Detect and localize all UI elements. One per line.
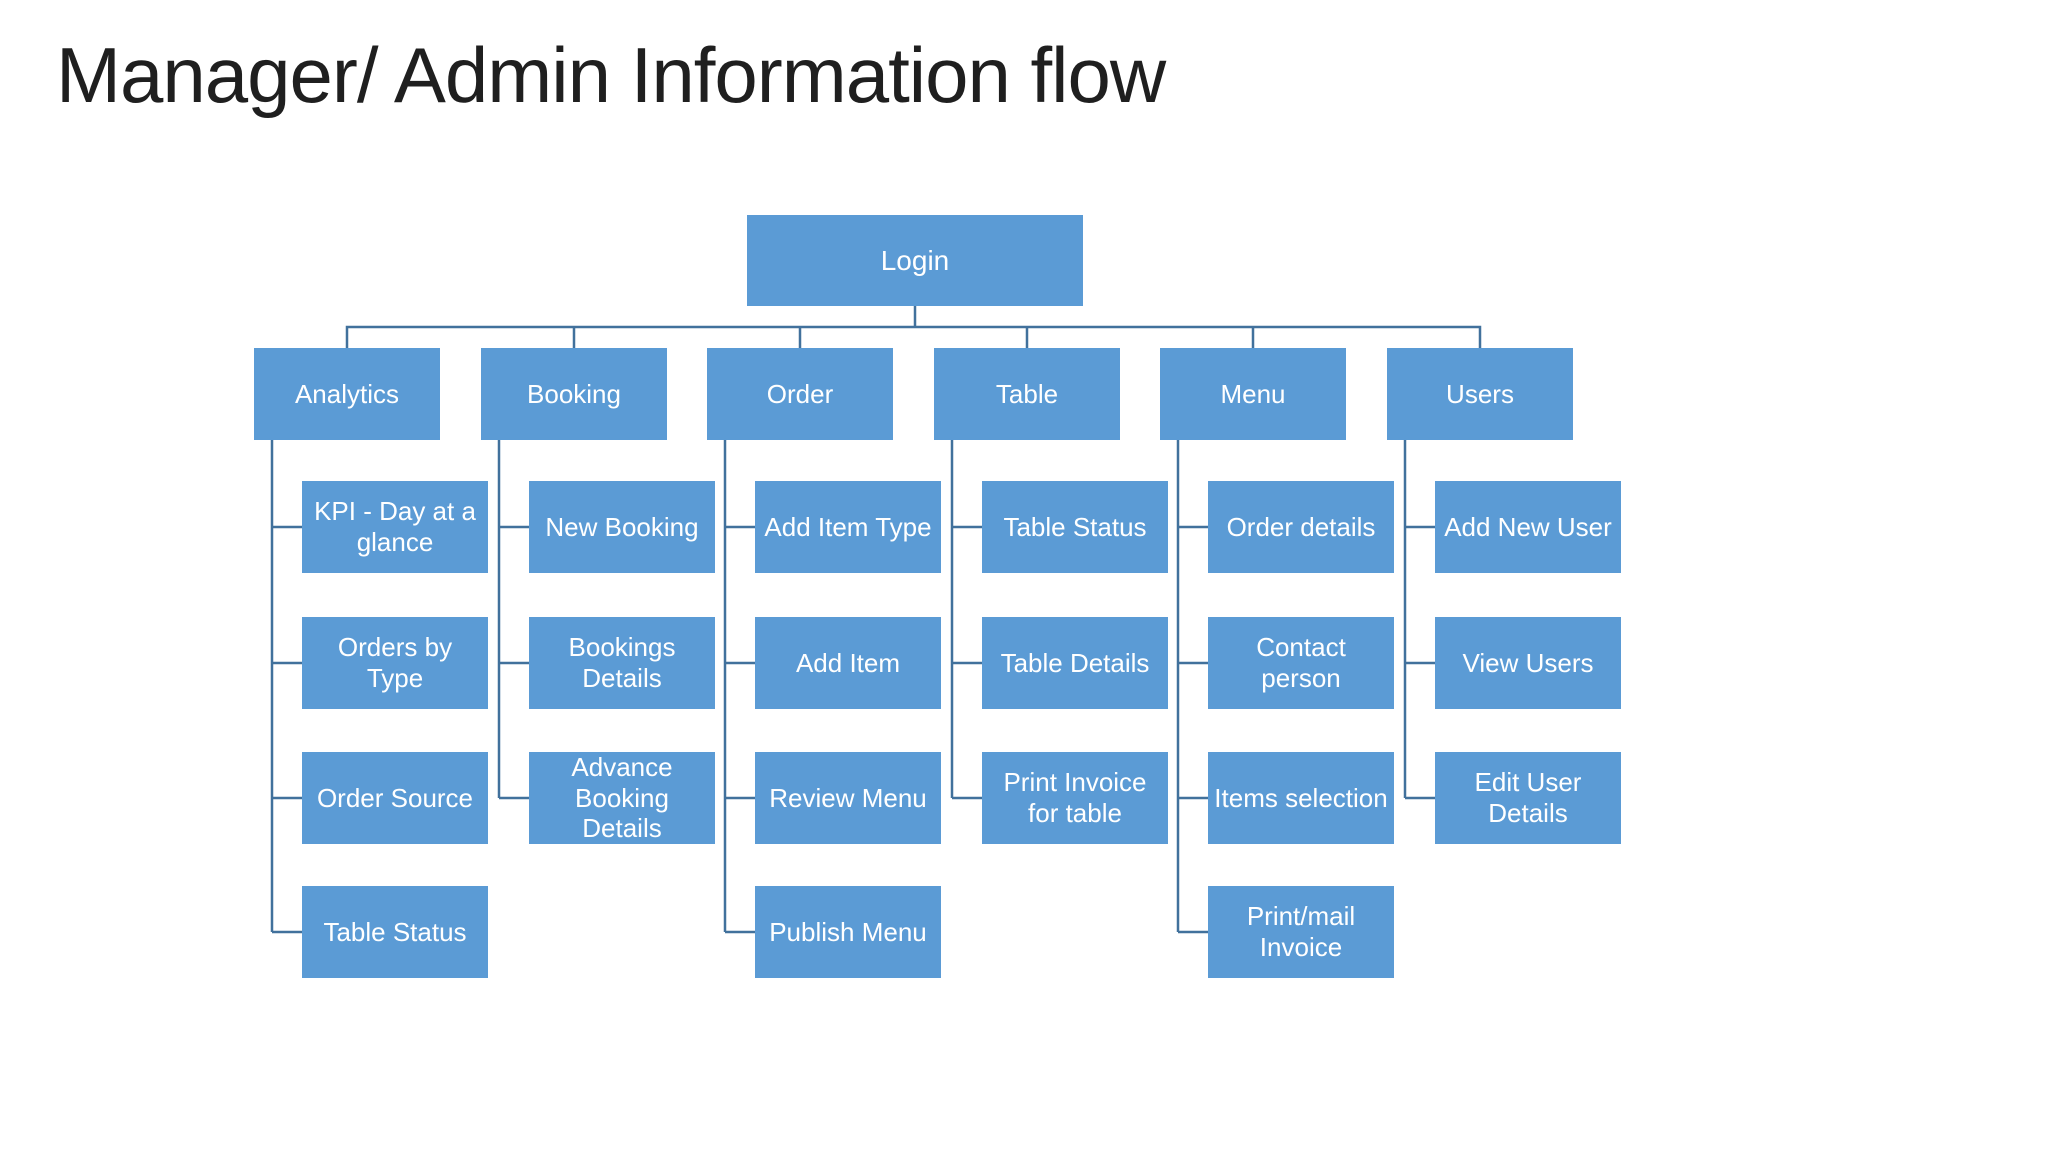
connector-menu-branch — [1176, 440, 1209, 934]
node-add-item-type: Add Item Type — [755, 481, 941, 573]
node-section-booking: Booking — [481, 348, 667, 440]
node-section-menu: Menu — [1160, 348, 1346, 440]
node-section-table: Table — [934, 348, 1120, 440]
connector-table-branch — [950, 440, 983, 800]
node-review-menu: Review Menu — [755, 752, 941, 844]
node-analytics-table-status: Table Status — [302, 886, 488, 978]
node-contact-person: Contact person — [1208, 617, 1394, 709]
node-edit-user-details: Edit User Details — [1435, 752, 1621, 844]
connector-users-branch — [1403, 440, 1436, 800]
connector-order-branch — [723, 440, 756, 934]
node-print-invoice-for-table: Print Invoice for table — [982, 752, 1168, 844]
node-section-users: Users — [1387, 348, 1573, 440]
node-order-source: Order Source — [302, 752, 488, 844]
node-section-order: Order — [707, 348, 893, 440]
connector-booking-branch — [497, 440, 530, 800]
node-items-selection: Items selection — [1208, 752, 1394, 844]
connector-analytics-branch — [270, 440, 303, 934]
node-kpi-day-at-a-glance: KPI - Day at a glance — [302, 481, 488, 573]
slide-title: Manager/ Admin Information flow — [56, 31, 1166, 119]
node-add-new-user: Add New User — [1435, 481, 1621, 573]
node-new-booking: New Booking — [529, 481, 715, 573]
node-table-status: Table Status — [982, 481, 1168, 573]
node-add-item: Add Item — [755, 617, 941, 709]
node-advance-booking-details: Advance Booking Details — [529, 752, 715, 844]
node-orders-by-type: Orders by Type — [302, 617, 488, 709]
node-view-users: View Users — [1435, 617, 1621, 709]
node-bookings-details: Bookings Details — [529, 617, 715, 709]
node-print-mail-invoice: Print/mail Invoice — [1208, 886, 1394, 978]
connector-root-tree — [345, 306, 1482, 348]
node-table-details: Table Details — [982, 617, 1168, 709]
node-order-details: Order details — [1208, 481, 1394, 573]
node-login: Login — [747, 215, 1083, 306]
node-section-analytics: Analytics — [254, 348, 440, 440]
node-publish-menu: Publish Menu — [755, 886, 941, 978]
